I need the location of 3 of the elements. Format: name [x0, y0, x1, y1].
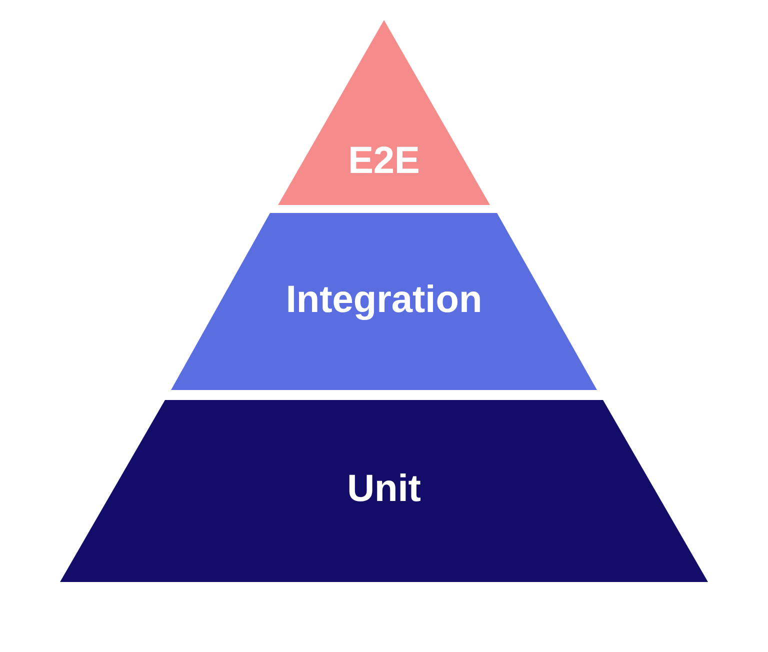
tier-label: Unit	[347, 468, 421, 510]
tier-label: Integration	[286, 279, 482, 321]
tier-label: E2E	[348, 140, 420, 182]
